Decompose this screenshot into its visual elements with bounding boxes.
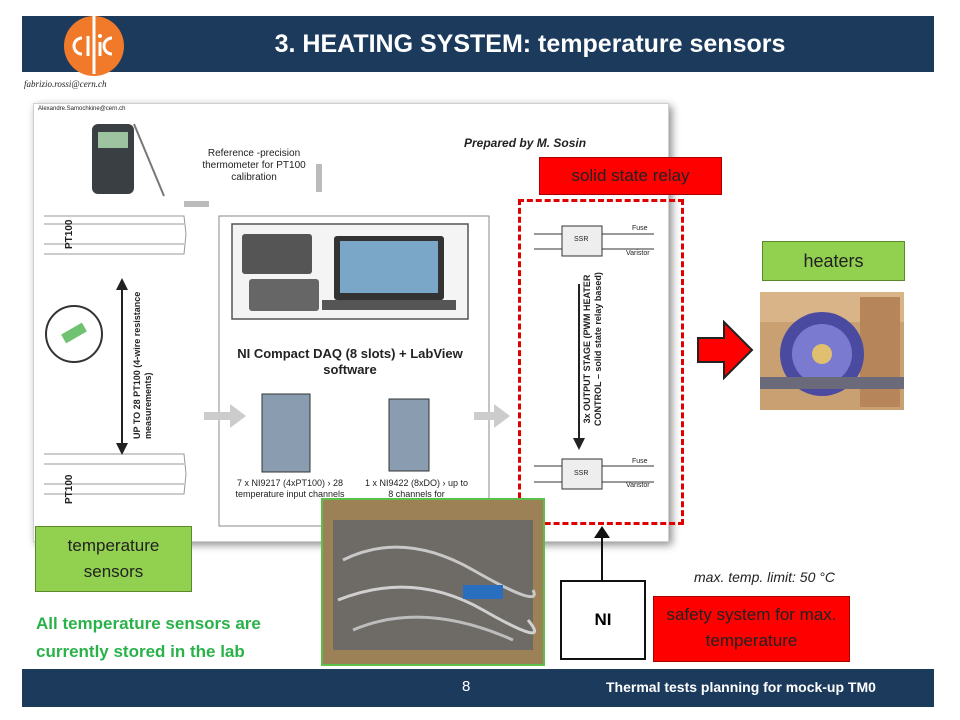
max-temp-note: max. temp. limit: 50 °C — [694, 569, 835, 585]
author-note: Alexandre.Samochkine@cern.ch — [38, 106, 126, 112]
ni-connector-line — [601, 528, 603, 580]
header-bar — [22, 16, 934, 72]
ssr-bottom — [561, 458, 603, 490]
fuse-top-text: Fuse — [632, 225, 648, 232]
page-number: 8 — [462, 678, 471, 695]
ssr-top — [561, 225, 603, 257]
ni-box: NI — [560, 580, 646, 660]
varistor-bottom-text: Varistor — [626, 482, 650, 489]
heater-image — [760, 292, 904, 410]
footer-bar — [22, 669, 934, 707]
sensors-box-photo — [321, 498, 545, 666]
ssr-bottom-text: SSR — [574, 470, 589, 477]
reference-thermometer-text: Reference -precision thermometer for PT1… — [202, 148, 306, 183]
pt100-bottom-text: PT100 — [64, 474, 75, 504]
pt100-top-text: PT100 — [64, 219, 75, 249]
fuse-bottom-text: Fuse — [632, 458, 648, 465]
sensors-vertical-text: UP TO 28 PT100 (4-wire resistance measur… — [132, 291, 153, 439]
safety-system-label: safety system for max. temperature — [653, 596, 850, 662]
stored-note: All temperature sensors are currently st… — [36, 614, 261, 661]
footer-text: Thermal tests planning for mock-up TM0 — [606, 679, 876, 695]
relay-highlight-frame — [518, 199, 684, 525]
red-arrow-icon — [697, 320, 754, 380]
diagram-drawing — [44, 123, 654, 527]
ni9217-text: 7 x NI9217 (4xPT100) › 28 temperature in… — [235, 478, 345, 499]
daq-title: NI Compact DAQ (8 slots) + LabView softw… — [237, 346, 463, 377]
clic-logo — [64, 8, 124, 76]
author-email: fabrizio.rossi@cern.ch — [24, 79, 107, 89]
ni9217-image — [261, 393, 311, 473]
prepared-by: Prepared by M. Sosin — [464, 136, 587, 150]
varistor-top-text: Varistor — [626, 250, 650, 257]
solid-state-relay-label: solid state relay — [539, 157, 722, 195]
slide-title: 3. HEATING SYSTEM: temperature sensors — [274, 30, 786, 58]
ni9422-text: 1 x NI9422 (8xDO) › up to 8 channels for — [364, 478, 469, 499]
ni9422-image — [388, 398, 430, 472]
ssr-top-text: SSR — [574, 236, 589, 243]
heaters-label: heaters — [762, 241, 905, 281]
daq-chassis-image — [242, 234, 312, 274]
ni-arrow-head — [594, 526, 610, 538]
temperature-sensors-label: temperature sensors — [35, 526, 192, 592]
